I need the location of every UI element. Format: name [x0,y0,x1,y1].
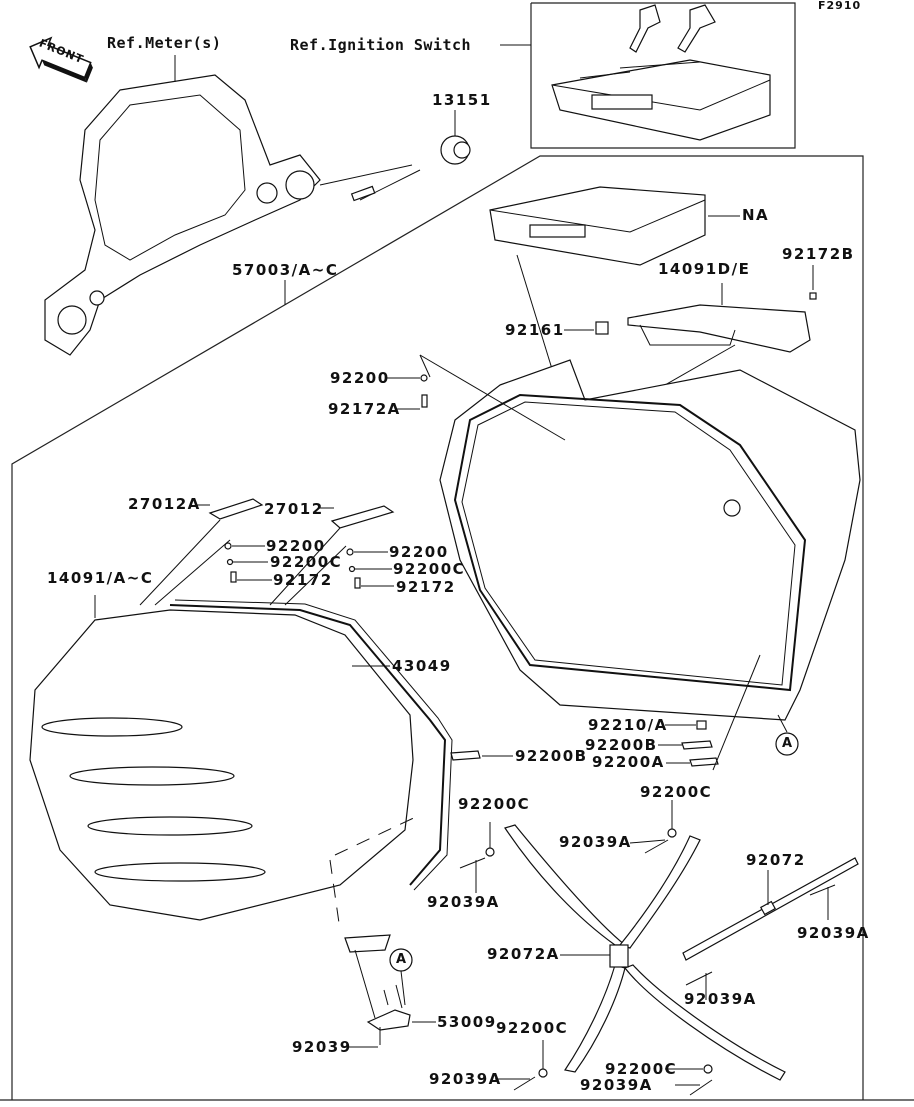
rivets-washers [459,800,836,1096]
label-14091ac: 14091/A~C [47,569,154,587]
label-92172-right: 92172 [396,578,456,596]
label-92172-left: 92172 [273,571,333,589]
meter-housing-drawing [44,55,321,356]
bracket-53009-drawing [345,948,436,1048]
label-92039a-c: 92039A [797,924,870,942]
callout-a-right: A [782,736,794,751]
label-92200a: 92200A [592,753,665,771]
label-92039a-a: 92039A [559,833,632,851]
hardware-right-stack [658,654,761,771]
label-92200c-c: 92200C [496,1019,569,1037]
label-92172b: 92172B [782,245,855,263]
label-92039a-e: 92039A [429,1070,502,1088]
label-43049: 43049 [392,657,452,675]
label-92200c-left: 92200C [270,553,343,571]
trunk-lid-drawing [29,519,453,953]
label-92072: 92072 [746,851,806,869]
label-92200c-b: 92200C [640,783,713,801]
label-92039a-b: 92039A [427,893,500,911]
label-92210a: 92210/A [588,716,668,734]
hardware-92200-92172a [386,374,428,410]
label-27012a: 27012A [128,495,201,513]
plates-27012-drawing [196,498,395,529]
label-92200c-d: 92200C [605,1060,678,1078]
label-92161: 92161 [505,321,565,339]
label-na: NA [742,206,770,224]
label-53009: 53009 [437,1013,497,1031]
label-92072a: 92072A [487,945,560,963]
ref-meter-label: Ref.Meter(s) [107,34,222,52]
label-92200b-left: 92200B [515,747,588,765]
label-92200c-a: 92200C [458,795,531,813]
straps-drawing [504,824,859,1081]
label-13151: 13151 [432,91,492,109]
label-14091de: 14091D/E [658,260,751,278]
washers-screws-lid [224,542,394,589]
label-92200b-right: 92200B [585,736,658,754]
label-92200c-right: 92200C [393,560,466,578]
label-92200-left: 92200 [266,537,326,555]
callout-a-left: A [396,952,408,967]
ignition-switch-na-drawing [489,186,740,396]
socket-13151-drawing [284,110,471,305]
label-92172a: 92172A [328,400,401,418]
plate-92200b-left [450,750,513,761]
label-92200-right: 92200 [389,543,449,561]
label-57003: 57003/A~C [232,261,339,279]
trunk-body-drawing [419,354,861,756]
front-arrow-icon [29,36,93,83]
label-92200-top: 92200 [330,369,390,387]
label-92039: 92039 [292,1038,352,1056]
label-92039a-d: 92039A [684,990,757,1008]
ignition-switch-ref-drawing [500,4,771,141]
label-92039a-f: 92039A [580,1076,653,1094]
ref-ignition-switch-label: Ref.Ignition Switch [290,36,472,54]
figure-code: F2910 [818,0,862,12]
label-27012: 27012 [264,500,324,518]
